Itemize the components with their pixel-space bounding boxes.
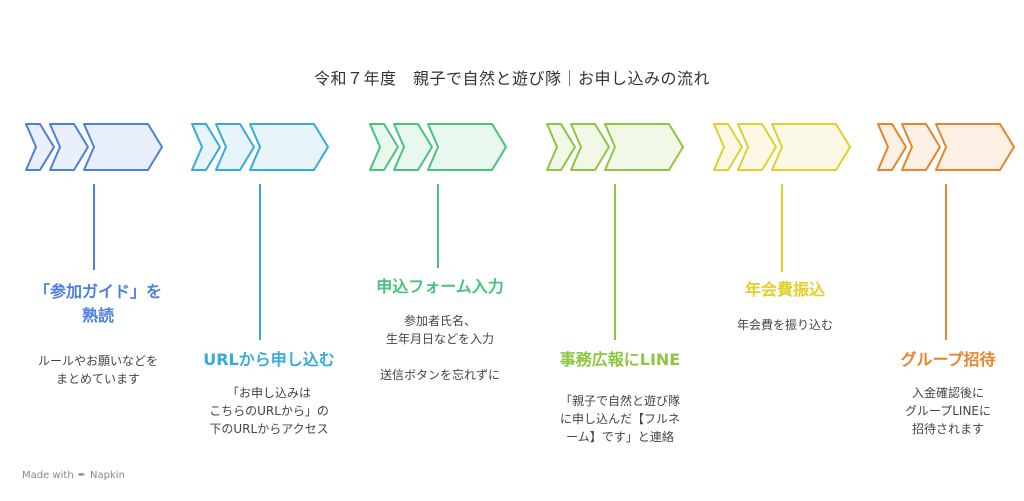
step-6-title: グループ招待 bbox=[900, 350, 996, 369]
step-4-chevron-2 bbox=[570, 123, 610, 171]
step-3-chevron-2 bbox=[393, 123, 433, 171]
step-5-title: 年会費振込 bbox=[744, 280, 825, 299]
step-3-title: 申込フォーム入力 bbox=[376, 277, 504, 296]
step-2-description: 「お申し込みは こちらのURLから」の 下のURLからアクセス bbox=[209, 386, 329, 436]
napkin-logo-icon: ✒ bbox=[77, 470, 87, 481]
step-5-chevron-3 bbox=[771, 123, 851, 171]
step-3-chevron-3 bbox=[427, 123, 507, 171]
step-5-description: 年会費を振り込む bbox=[736, 318, 833, 332]
step-6-chevron-2 bbox=[901, 123, 941, 171]
made-with-label: Made with bbox=[22, 470, 74, 481]
step-1-description: ルールやお願いなどを まとめています bbox=[37, 354, 158, 386]
step-1-chevron-3 bbox=[83, 123, 163, 171]
brand-label: Napkin bbox=[90, 470, 125, 481]
step-1-chevron-1 bbox=[25, 123, 55, 171]
step-4-title: 事務広報にLINE bbox=[559, 350, 681, 369]
step-2-chevron-3 bbox=[249, 123, 329, 171]
step-3-description: 参加者氏名、 生年月日などを入力 送信ボタンを忘れずに bbox=[379, 314, 500, 382]
footer-attribution: Made with ✒ Napkin bbox=[22, 470, 125, 481]
step-6-description: 入金確認後に グループLINEに 招待されます bbox=[904, 386, 992, 436]
page-title: 令和７年度 親子で自然と遊び隊｜お申し込みの流れ bbox=[313, 69, 710, 88]
step-5-chevron-1 bbox=[713, 123, 743, 171]
step-2-chevron-1 bbox=[191, 123, 221, 171]
step-4-chevron-1 bbox=[546, 123, 576, 171]
step-6-chevron-1 bbox=[877, 123, 907, 171]
step-1-title: 「参加ガイド」を 熟読 bbox=[33, 282, 162, 325]
step-4-description: 「親子で自然と遊び隊 に申し込んだ【フルネ ーム】です」と連絡 bbox=[559, 394, 680, 444]
step-3-chevron-1 bbox=[369, 123, 399, 171]
step-1-chevron-2 bbox=[49, 123, 89, 171]
step-5-chevron-2 bbox=[737, 123, 777, 171]
step-2-title: URLから申し込む bbox=[203, 350, 335, 369]
step-2-chevron-2 bbox=[215, 123, 255, 171]
step-6-chevron-3 bbox=[935, 123, 1015, 171]
step-4-chevron-3 bbox=[604, 123, 684, 171]
